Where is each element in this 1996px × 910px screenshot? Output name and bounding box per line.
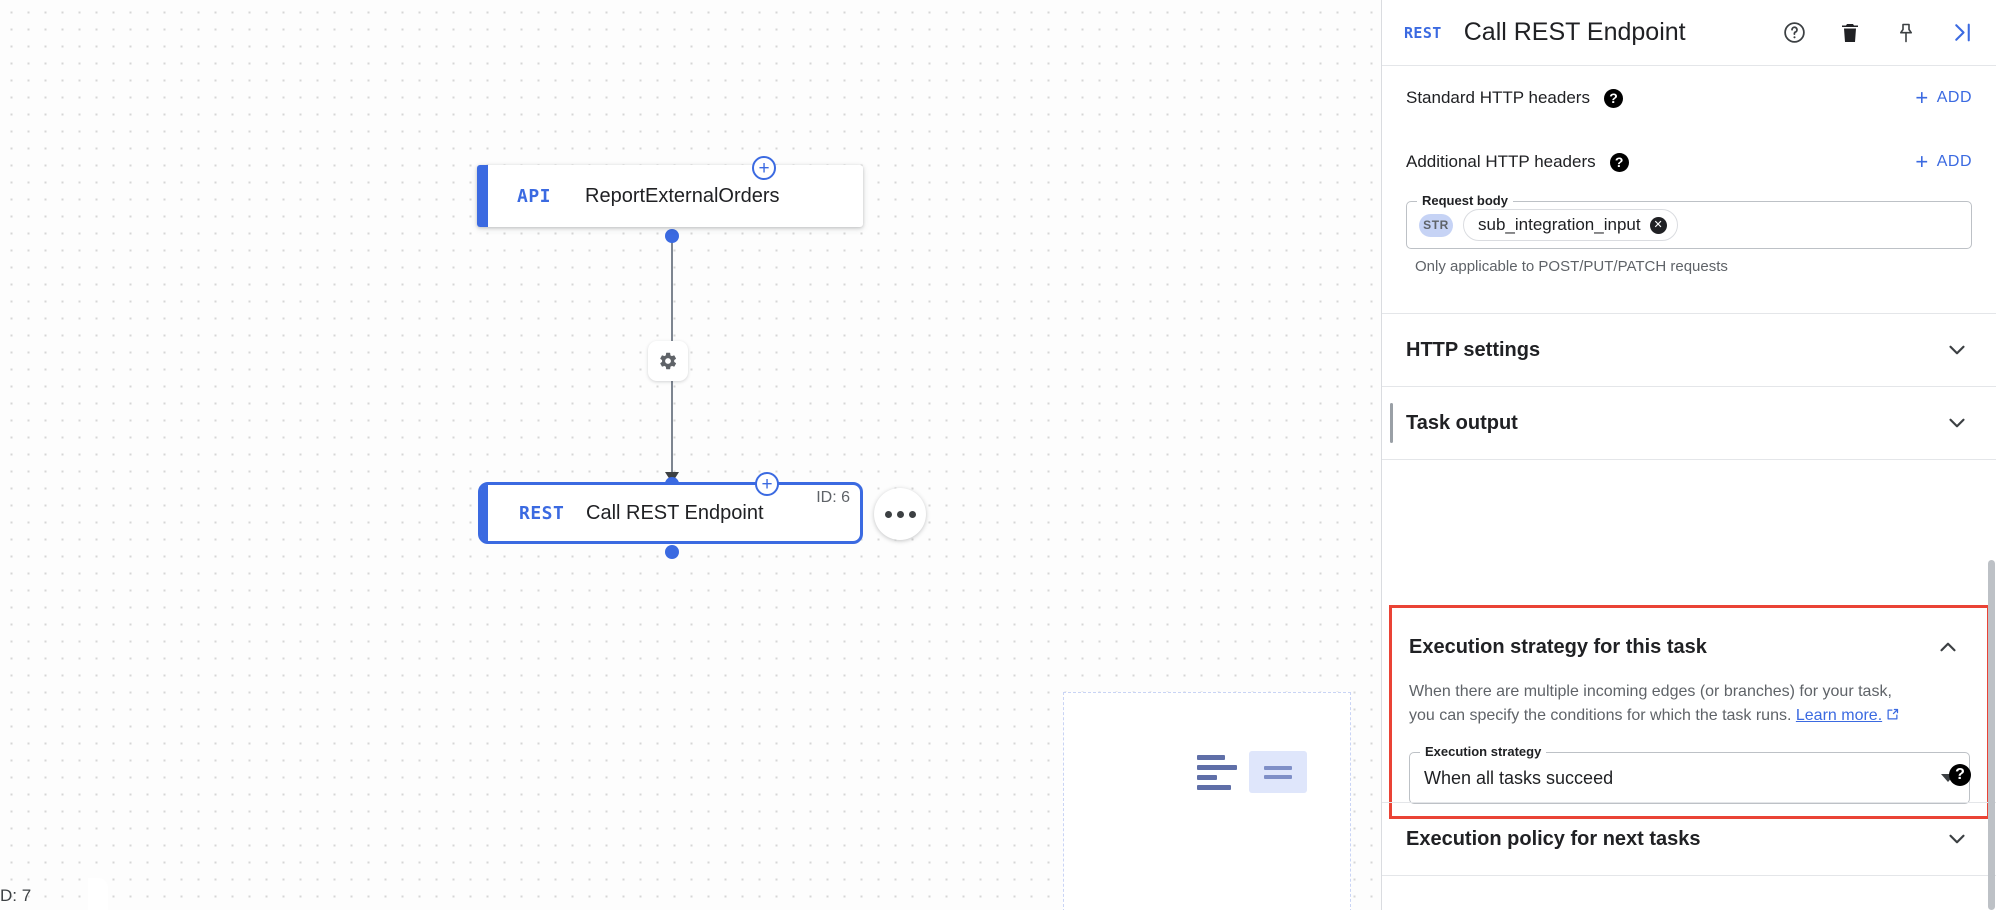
panel-type-badge: REST: [1404, 23, 1442, 42]
collapse-panel-icon[interactable]: [1948, 19, 1976, 47]
minimap-line: [1197, 764, 1237, 770]
add-node-button-api[interactable]: +: [752, 156, 776, 180]
request-body-value-chip[interactable]: sub_integration_input ✕: [1463, 209, 1678, 241]
request-body-hint: Only applicable to POST/PUT/PATCH reques…: [1415, 258, 1728, 275]
task-config-panel[interactable]: REST Call REST Endpoint: [1381, 0, 1996, 910]
canvas-corner-panel: [88, 878, 108, 910]
section-execution-strategy[interactable]: Execution strategy for this task When th…: [1389, 605, 1990, 819]
chevron-up-icon[interactable]: [1935, 634, 1961, 660]
divider: [1382, 313, 1996, 314]
add-label: ADD: [1936, 153, 1972, 170]
node-output-port-rest[interactable]: [665, 545, 679, 559]
section-http-settings[interactable]: HTTP settings: [1382, 314, 1996, 386]
section-title: Task output: [1406, 411, 1518, 434]
node-id-label: ID: 6: [816, 489, 850, 506]
additional-http-headers-row: Additional HTTP headers ? + ADD: [1382, 129, 1996, 195]
external-link-icon[interactable]: [1885, 706, 1900, 730]
section-title: Execution policy for next tasks: [1406, 827, 1701, 850]
panel-scrollbar[interactable]: [1988, 560, 1995, 910]
canvas-minimap[interactable]: [1063, 692, 1351, 910]
chevron-down-icon[interactable]: [1944, 410, 1970, 436]
workflow-canvas[interactable]: API ReportExternalOrders + REST Call RES…: [0, 0, 1381, 910]
edge-settings-icon[interactable]: [648, 341, 688, 381]
add-additional-header-button[interactable]: + ADD: [1915, 151, 1972, 173]
node-title: Call REST Endpoint: [586, 501, 764, 524]
minimap-lines: [1197, 754, 1237, 790]
request-body-value: sub_integration_input: [1478, 215, 1641, 234]
standard-http-headers-label: Standard HTTP headers: [1406, 88, 1590, 107]
execution-strategy-value: When all tasks succeed: [1424, 767, 1614, 788]
divider: [1382, 875, 1996, 876]
node-more-menu-icon[interactable]: [874, 488, 926, 540]
add-node-button-rest[interactable]: +: [755, 472, 779, 496]
add-standard-header-button[interactable]: + ADD: [1915, 87, 1972, 109]
canvas-node-api[interactable]: API ReportExternalOrders: [477, 165, 863, 227]
canvas-node-rest[interactable]: REST Call REST Endpoint ID: 6: [478, 482, 863, 544]
chevron-down-icon[interactable]: [1944, 826, 1970, 852]
minimap-line: [1197, 754, 1225, 760]
help-icon[interactable]: ?: [1609, 152, 1629, 172]
request-body-legend: Request body: [1417, 193, 1513, 208]
trash-icon[interactable]: [1836, 19, 1864, 47]
minimap-box-line: [1264, 774, 1292, 779]
minimap-line: [1197, 774, 1217, 780]
canvas-footnote: D: 7: [0, 886, 32, 905]
chevron-down-icon[interactable]: [1941, 774, 1955, 782]
help-icon[interactable]: ?: [1603, 88, 1623, 108]
pin-icon[interactable]: [1892, 19, 1920, 47]
execution-strategy-header[interactable]: Execution strategy for this task: [1392, 614, 1987, 680]
panel-header: REST Call REST Endpoint: [1382, 0, 1996, 66]
section-focus-marker: [1390, 403, 1393, 443]
panel-body[interactable]: Standard HTTP headers ? + ADD Additional…: [1382, 67, 1996, 910]
node-accent-bar: [477, 165, 488, 227]
standard-http-headers-row: Standard HTTP headers ? + ADD: [1382, 67, 1996, 129]
minimap-box-line: [1264, 765, 1292, 770]
help-circle-icon[interactable]: [1780, 19, 1808, 47]
minimap-content: [1197, 751, 1307, 793]
execution-strategy-description: When there are multiple incoming edges (…: [1392, 680, 1987, 730]
execution-strategy-select[interactable]: Execution strategy When all tasks succee…: [1409, 744, 1970, 804]
plus-icon: +: [1915, 149, 1929, 174]
node-accent-bar: [481, 485, 488, 541]
section-title: HTTP settings: [1406, 338, 1541, 361]
description-line-2: you can specify the conditions for which…: [1409, 707, 1792, 724]
section-task-output[interactable]: Task output: [1382, 387, 1996, 459]
minimap-line: [1197, 784, 1231, 790]
dot: [908, 510, 916, 518]
section-execution-policy[interactable]: Execution policy for next tasks: [1382, 803, 1996, 875]
node-title: ReportExternalOrders: [585, 184, 780, 207]
additional-http-headers-label: Additional HTTP headers: [1406, 152, 1596, 171]
description-line-1: When there are multiple incoming edges (…: [1409, 683, 1892, 700]
panel-header-actions: [1780, 19, 1976, 47]
close-icon[interactable]: ✕: [1649, 216, 1667, 234]
dot: [896, 510, 904, 518]
divider: [1382, 386, 1996, 387]
request-body-type-chip: STR: [1419, 213, 1453, 237]
page-title: Call REST Endpoint: [1463, 18, 1686, 46]
chevron-down-icon[interactable]: [1944, 337, 1970, 363]
learn-more-link[interactable]: Learn more.: [1795, 707, 1883, 724]
help-icon[interactable]: ?: [1949, 764, 1971, 786]
section-title: Execution strategy for this task: [1409, 635, 1707, 658]
plus-icon: +: [1915, 85, 1929, 110]
node-type-badge: API: [517, 185, 552, 207]
dot: [884, 510, 892, 518]
node-type-badge: REST: [519, 502, 565, 524]
minimap-node-box: [1249, 751, 1307, 793]
add-label: ADD: [1936, 89, 1972, 106]
divider: [1382, 802, 1996, 803]
request-body-field[interactable]: Request body STR sub_integration_input ✕: [1406, 193, 1972, 249]
execution-strategy-legend: Execution strategy: [1420, 744, 1547, 759]
node-output-port-api[interactable]: [665, 229, 679, 243]
divider: [1382, 459, 1996, 460]
